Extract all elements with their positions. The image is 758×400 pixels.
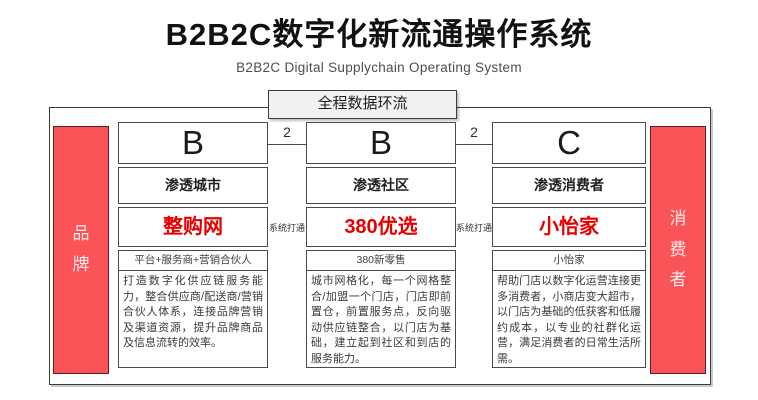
column2-sub-label: 380新零售 xyxy=(307,251,455,271)
column3-brand: 小怡家 xyxy=(492,207,646,247)
column1-sub-label: 平台+服务商+营销合伙人 xyxy=(119,251,267,271)
column3-target: 渗透消费者 xyxy=(492,167,646,204)
column3-detail: 小怡家 帮助门店以数字化运营连接更多消费者，小商店变大超市，以门店为基础的低获客… xyxy=(492,250,646,368)
connector2-label: 系统打通 xyxy=(456,222,493,233)
column1-letter: B xyxy=(118,122,268,164)
column2-detail: 380新零售 城市网格化，每一个网格整合/加盟一个门店，门店即前置仓，前置服务点… xyxy=(306,250,456,368)
column1-target: 渗透城市 xyxy=(118,167,268,204)
connector1-label: 系统打通 xyxy=(268,222,305,233)
column2-description: 城市网格化，每一个网格整合/加盟一个门店，门店即前置仓，前置服务点，反向驱动供应… xyxy=(311,275,451,366)
page-subtitle: B2B2C Digital Supplychain Operating Syst… xyxy=(236,60,522,75)
column3-sub-label: 小怡家 xyxy=(493,251,645,271)
consumer-rail: 消费者 xyxy=(650,126,706,374)
connector1-count: 2 xyxy=(268,122,306,145)
column1-detail: 平台+服务商+营销合伙人 打造数字化供应链服务能力，整合供应商/配送商/营销合伙… xyxy=(118,250,268,368)
column1-brand: 整购网 xyxy=(118,207,268,247)
consumer-rail-label: 消费者 xyxy=(669,209,687,290)
brand-rail: 品牌 xyxy=(53,126,109,374)
column2-letter: B xyxy=(306,122,456,164)
column2-target: 渗透社区 xyxy=(306,167,456,204)
data-flow-banner: 全程数据环流 xyxy=(268,90,457,119)
column1-description: 打造数字化供应链服务能力，整合供应商/配送商/营销合伙人体系，连接品牌营销及渠道… xyxy=(123,275,263,350)
page-title: B2B2C数字化新流通操作系统 xyxy=(165,17,593,52)
column3-letter: C xyxy=(492,122,646,164)
column2-brand: 380优选 xyxy=(306,207,456,247)
column3-description: 帮助门店以数字化运营连接更多消费者，小商店变大超市，以门店为基础的低获客和低履约… xyxy=(497,275,641,366)
connector2-count: 2 xyxy=(456,122,492,145)
brand-rail-label: 品牌 xyxy=(72,224,90,274)
